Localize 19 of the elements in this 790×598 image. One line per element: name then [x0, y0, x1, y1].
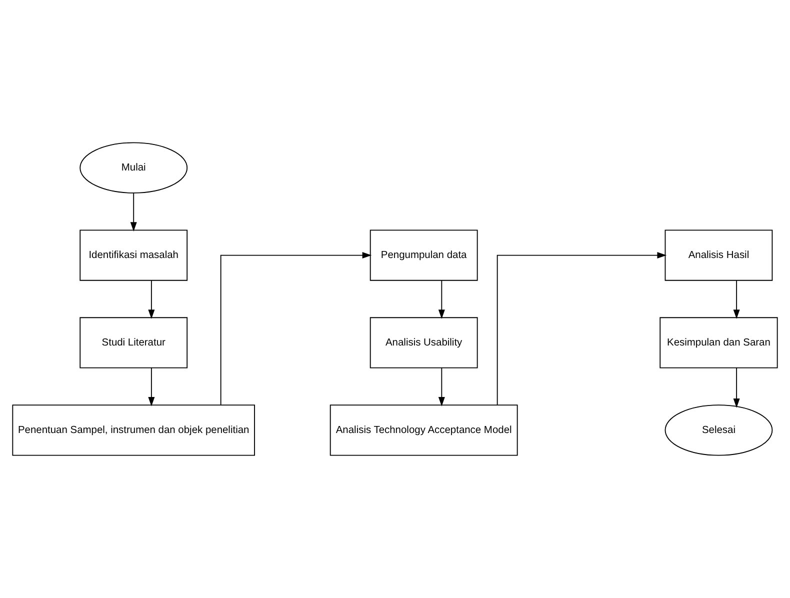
arrow	[733, 368, 740, 408]
arrow	[733, 280, 740, 319]
arrow	[220, 252, 372, 406]
node-box: Analisis Usability	[370, 317, 478, 368]
arrow	[496, 252, 667, 406]
node-box: Pengumpulan data	[370, 230, 478, 281]
arrow	[438, 368, 445, 406]
node-box: Studi Literatur	[80, 317, 188, 368]
node-box: Analisis Technology Acceptance Model	[330, 404, 518, 456]
node-box: Penentuan Sampel, instrumen dan objek penelitian	[12, 404, 255, 456]
node-ellipse: Selesai	[664, 404, 773, 456]
node-box: Analisis Hasil	[664, 230, 773, 281]
arrow	[148, 368, 155, 406]
arrow	[438, 280, 445, 319]
node-box: Kesimpulan dan Saran	[660, 317, 778, 368]
node-ellipse: Mulai	[80, 142, 188, 194]
node-box: Identifikasi masalah	[80, 230, 188, 281]
arrow	[148, 280, 155, 319]
arrow	[130, 192, 137, 232]
